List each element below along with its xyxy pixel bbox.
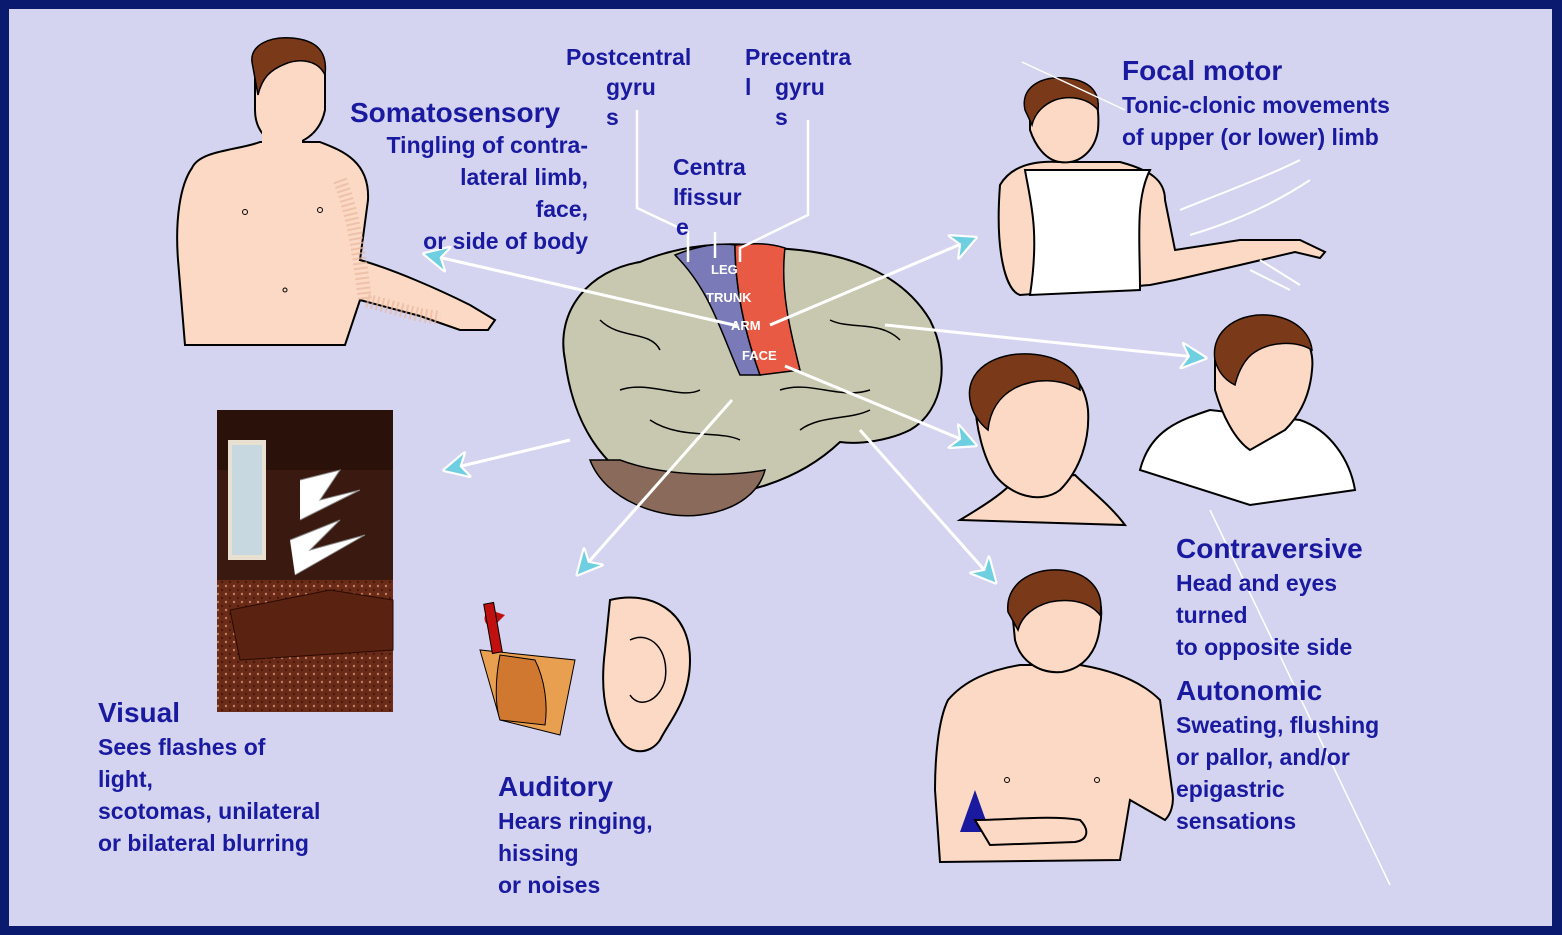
visual-desc-1: Sees flashes of [98, 734, 265, 762]
somatosensory-desc-2: lateral limb, [320, 164, 588, 192]
visual-desc-4: or bilateral blurring [98, 830, 309, 858]
auditory-desc-3: or noises [498, 872, 600, 900]
contraversive-desc-1: Head and eyes [1176, 570, 1337, 598]
auditory-desc-1: Hears ringing, [498, 808, 653, 836]
bell-and-ear [480, 598, 690, 752]
visual-desc-3: scotomas, unilateral [98, 798, 320, 826]
central-fissure-label-3: fissur [679, 184, 742, 212]
precentral-label-2: l [745, 74, 751, 102]
grimacing-head-figure [960, 354, 1125, 525]
postcentral-label-3: s [606, 104, 619, 132]
precentral-label-4: s [775, 104, 788, 132]
somatosensory-title: Somatosensory [350, 96, 560, 130]
somatosensory-desc-4: or side of body [320, 228, 588, 256]
central-fissure-label-4: e [676, 214, 689, 242]
precentral-label-1: Precentra [745, 44, 851, 72]
focal-motor-title: Focal motor [1122, 54, 1282, 88]
focal-motor-desc-1: Tonic-clonic movements [1122, 92, 1390, 120]
postcentral-label-1: Postcentral [566, 44, 691, 72]
contraversive-desc-2: turned [1176, 602, 1248, 630]
somatosensory-desc-1: Tingling of contra- [320, 132, 588, 160]
focal-motor-desc-2: of upper (or lower) limb [1122, 124, 1379, 152]
precentral-label-3: gyru [775, 74, 825, 102]
brain-illustration [563, 244, 941, 516]
autonomic-figure [935, 570, 1173, 862]
autonomic-title: Autonomic [1176, 674, 1322, 708]
autonomic-desc-2: or pallor, and/or [1176, 744, 1350, 772]
autonomic-desc-4: sensations [1176, 808, 1296, 836]
central-fissure-label-1: Centra [673, 154, 746, 182]
visual-desc-2: light, [98, 766, 153, 794]
auditory-title: Auditory [498, 770, 613, 804]
brain-region-arm: ARM [731, 318, 761, 333]
autonomic-desc-3: epigastric [1176, 776, 1285, 804]
room-photo [217, 410, 393, 712]
contraversive-title: Contraversive [1176, 532, 1363, 566]
brain-region-trunk: TRUNK [706, 290, 752, 305]
autonomic-desc-1: Sweating, flushing [1176, 712, 1379, 740]
contraversive-desc-3: to opposite side [1176, 634, 1352, 662]
brain-region-face: FACE [742, 348, 777, 363]
auditory-desc-2: hissing [498, 840, 579, 868]
brain-region-leg: LEG [711, 262, 738, 277]
visual-title: Visual [98, 696, 180, 730]
somatosensory-desc-3: face, [320, 196, 588, 224]
postcentral-label-2: gyru [606, 74, 656, 102]
